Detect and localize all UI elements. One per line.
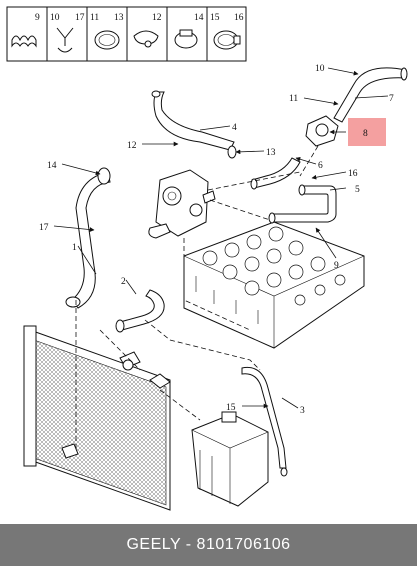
callout-14: 14 [47, 161, 57, 171]
leader-lines [53, 67, 389, 409]
hose-6 [251, 157, 301, 189]
callout-17: 17 [39, 223, 49, 233]
legend-label-9: 9 [35, 13, 40, 23]
thermostat-housing [148, 169, 216, 239]
legend-label-13: 13 [114, 13, 124, 23]
cooling-system-diagram: 9 10 17 11 13 12 14 15 [6, 6, 408, 511]
callout-12: 12 [127, 141, 137, 151]
callout-3: 3 [300, 406, 305, 416]
legend-label-10: 10 [50, 13, 60, 23]
part-number-footer: GEELY - 8101706106 [0, 524, 417, 566]
callout-11: 11 [289, 94, 298, 104]
callout-10: 10 [315, 64, 325, 74]
legend-cell-12: 12 [133, 13, 162, 48]
clamp-legend: 9 10 17 11 13 12 14 15 [6, 6, 247, 62]
legend-label-12: 12 [152, 13, 162, 23]
legend-cell-10-17: 10 17 [50, 13, 85, 53]
legend-label-14: 14 [194, 13, 204, 23]
legend-cell-14: 14 [174, 13, 204, 49]
wire-clamp-icon [133, 30, 159, 45]
callout-15: 15 [226, 403, 236, 413]
hose-upper-radiator [71, 171, 111, 309]
legend-cell-11-13: 11 13 [90, 13, 124, 50]
legend-cell-15-16: 15 16 [210, 13, 244, 50]
callout-1: 1 [72, 243, 77, 253]
callout-16: 16 [348, 169, 358, 179]
radiator [23, 325, 171, 511]
legend-label-15: 15 [210, 13, 220, 23]
callout-6: 6 [318, 161, 323, 171]
hose-lower-radiator [119, 289, 165, 331]
legend-label-11: 11 [90, 13, 99, 23]
hose-overflow [241, 366, 287, 469]
callout-4: 4 [232, 123, 237, 133]
clip-icon [11, 35, 37, 48]
hose-heater-upper [333, 67, 407, 123]
callout-9: 9 [334, 261, 339, 271]
callout-8: 8 [363, 129, 368, 139]
legend-label-17: 17 [75, 13, 85, 23]
callout-2: 2 [121, 277, 126, 287]
spring-clamp-icon [56, 27, 74, 53]
expansion-tank [191, 411, 269, 507]
hose-bypass [153, 91, 235, 151]
band-clamp-icon [94, 30, 120, 50]
callout-13: 13 [266, 148, 276, 158]
highlight-box-8 [348, 118, 386, 146]
callout-7: 7 [389, 94, 394, 104]
callout-5: 5 [355, 185, 360, 195]
fitting-8 [305, 115, 339, 147]
legend-label-16: 16 [234, 13, 244, 23]
dashed-connections [75, 145, 319, 450]
cylinder-head [183, 221, 365, 349]
legend-cell-9: 9 [11, 13, 40, 48]
